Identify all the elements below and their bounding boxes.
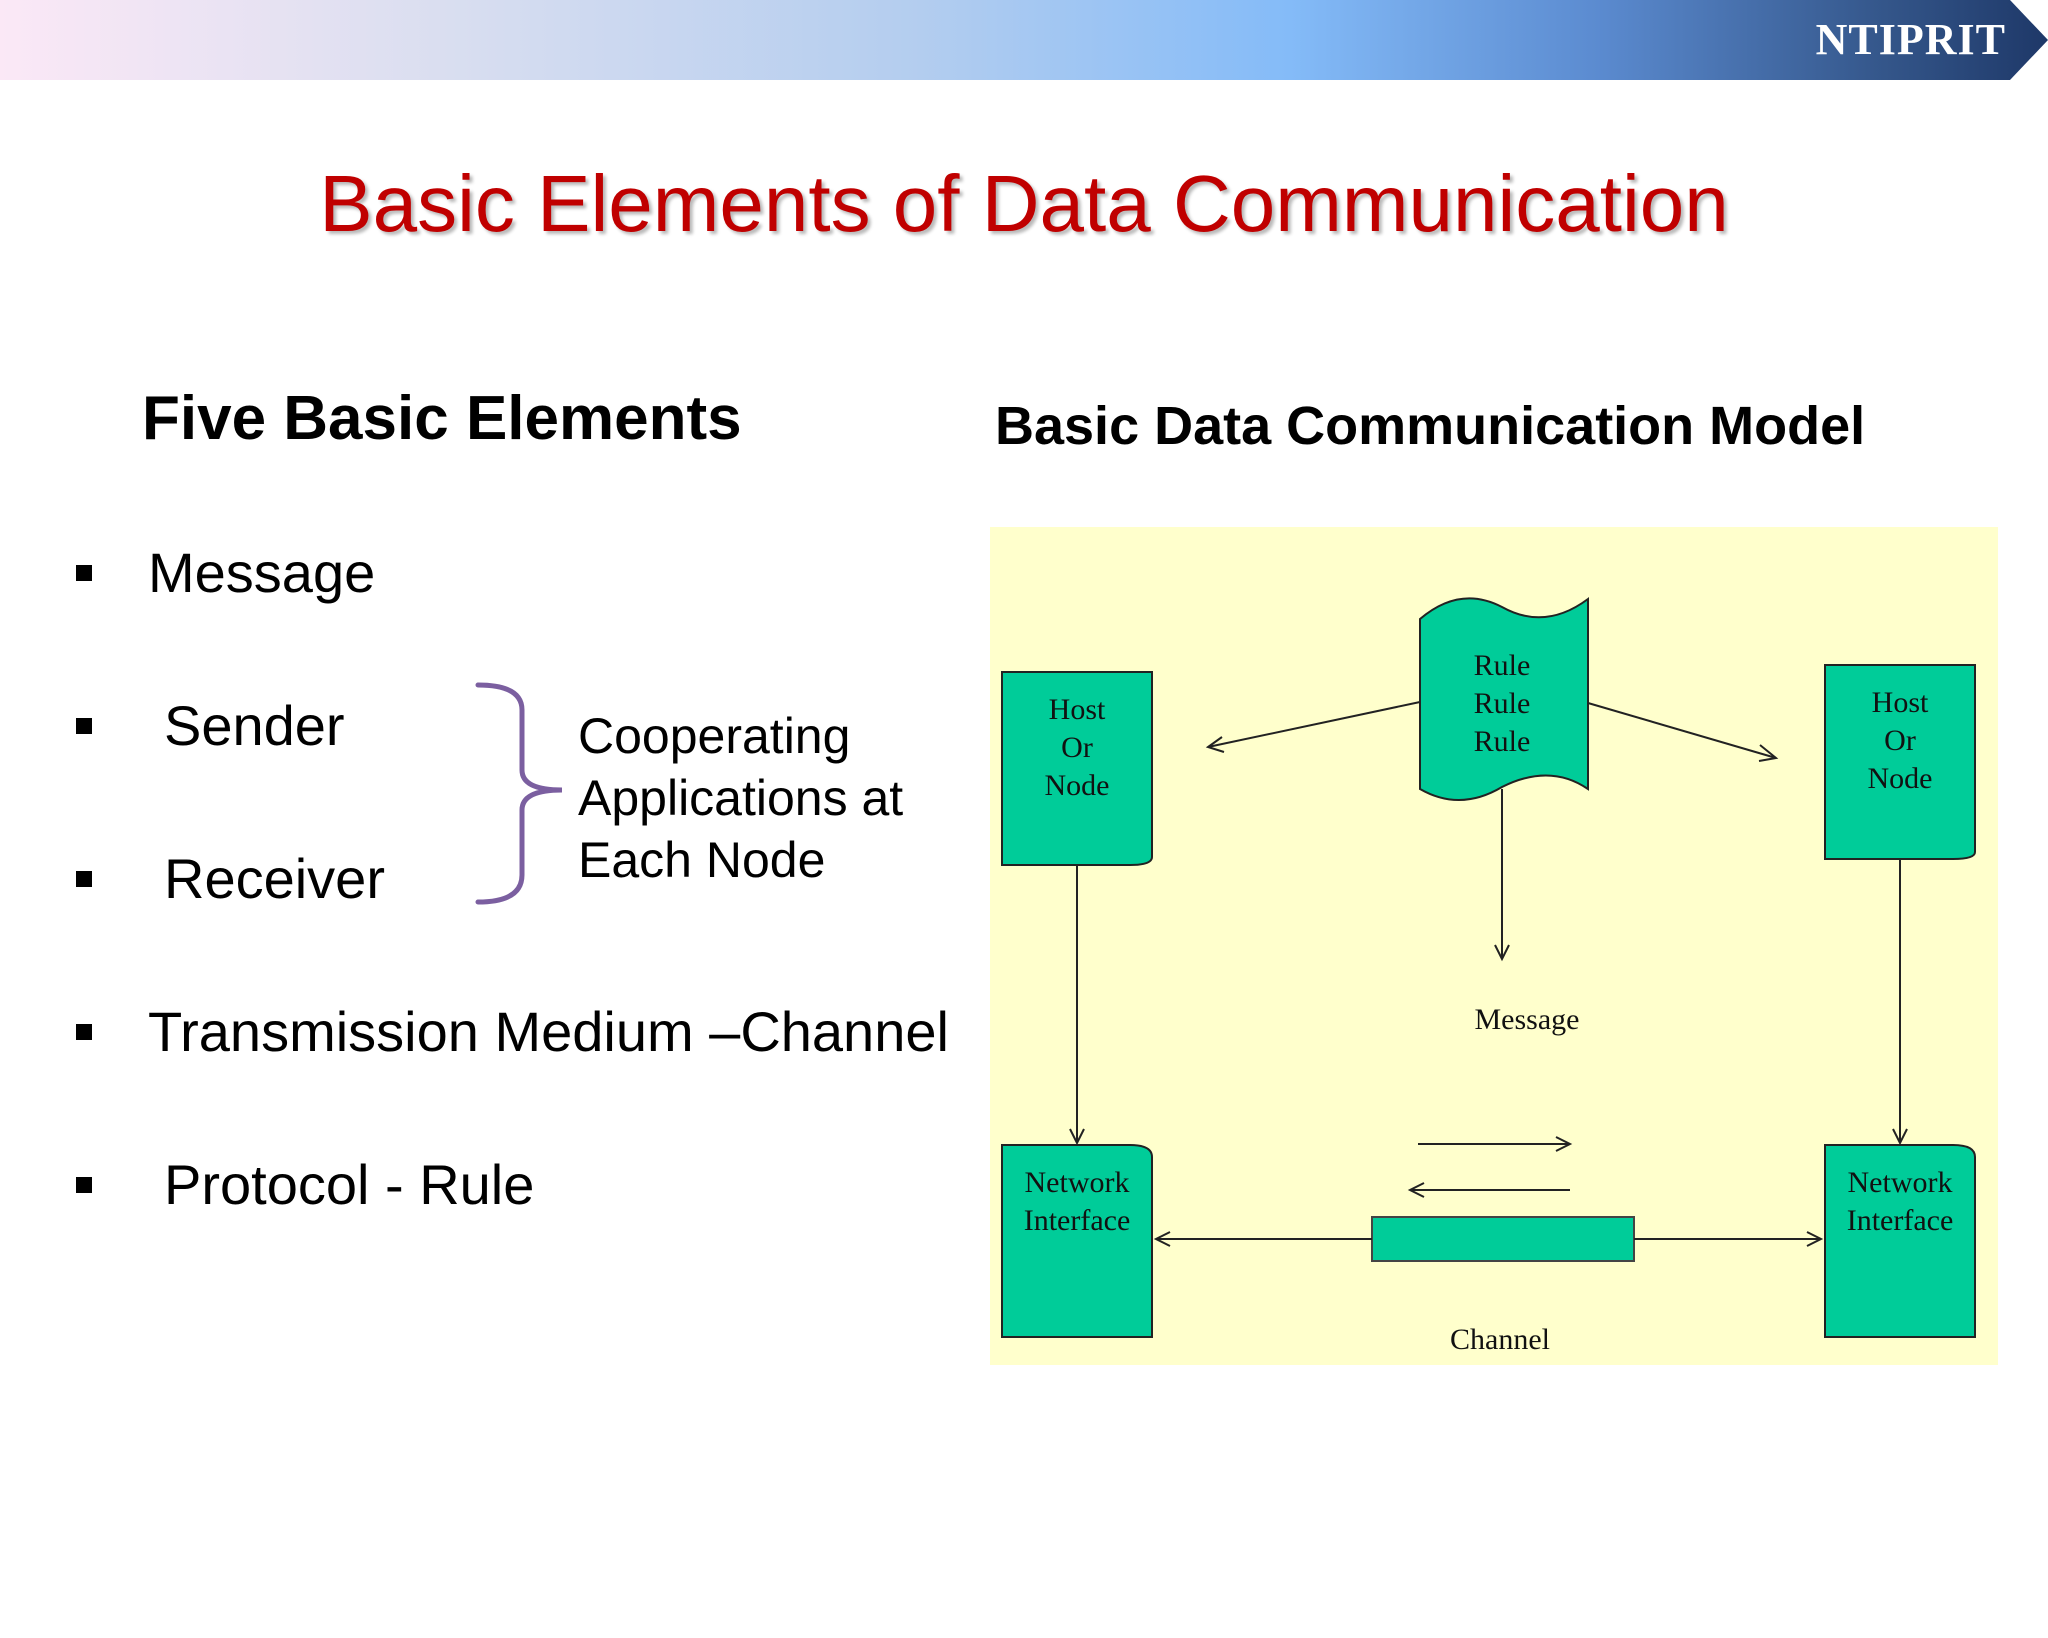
element-label: Message — [148, 541, 376, 604]
note-line: Applications at — [578, 770, 904, 826]
element-label: Protocol - Rule — [164, 1153, 535, 1216]
host-right-box — [1824, 664, 1976, 860]
note-line: Cooperating — [578, 708, 851, 764]
rule-label: Rule — [1474, 725, 1531, 758]
rule-to-host-left-arrow — [1207, 701, 1421, 748]
cooperating-applications-note: Cooperating Applications at Each Node — [578, 705, 958, 891]
rule-to-host-right-arrow — [1587, 702, 1777, 759]
element-item-receiver: Receiver — [164, 846, 385, 911]
element-item-transmission-medium: Transmission Medium –Channel — [148, 999, 949, 1064]
element-item-message: Message — [148, 540, 375, 605]
host-right-label: Or — [1884, 724, 1916, 757]
bullet-square-icon — [76, 718, 92, 734]
element-label: Sender — [164, 694, 345, 757]
slide-title: Basic Elements of Data Communication — [319, 159, 1729, 248]
brand-logo: NTIPRIT — [1815, 15, 2006, 64]
element-item-sender: Sender — [164, 693, 345, 758]
message-label: Message — [1475, 1003, 1580, 1036]
element-label: Transmission Medium –Channel — [148, 1000, 949, 1063]
curly-bracket-icon — [475, 682, 563, 905]
rule-label: Rule — [1474, 687, 1531, 720]
nic-right-label: Network — [1848, 1166, 1953, 1199]
model-heading: Basic Data Communication Model — [995, 396, 1866, 456]
note-line: Each Node — [578, 832, 826, 888]
rule-document-shape — [1419, 597, 1589, 801]
nic-left-box — [1001, 1144, 1153, 1338]
host-left-label: Or — [1061, 731, 1093, 764]
host-right-label: Host — [1872, 686, 1929, 719]
element-label: Receiver — [164, 847, 385, 910]
communication-model-diagram: Rule Rule Rule Host Or Node Host Or Node… — [990, 527, 1998, 1365]
nic-right-label: Interface — [1847, 1204, 1954, 1237]
top-banner — [0, 0, 2048, 80]
host-left-label: Node — [1045, 769, 1110, 802]
nic-right-box — [1824, 1144, 1976, 1338]
host-right-label: Node — [1868, 762, 1933, 795]
element-item-protocol: Protocol - Rule — [164, 1152, 534, 1217]
nic-left-label: Network — [1025, 1166, 1130, 1199]
host-left-box — [1001, 671, 1153, 866]
five-elements-heading: Five Basic Elements — [142, 384, 742, 453]
channel-bar — [1371, 1216, 1635, 1262]
nic-left-label: Interface — [1024, 1204, 1131, 1237]
host-left-label: Host — [1049, 693, 1106, 726]
rule-label: Rule — [1474, 649, 1531, 682]
bullet-square-icon — [76, 1024, 92, 1040]
bullet-square-icon — [76, 565, 92, 581]
bullet-square-icon — [76, 871, 92, 887]
channel-label: Channel — [1450, 1323, 1550, 1356]
bullet-square-icon — [76, 1177, 92, 1193]
